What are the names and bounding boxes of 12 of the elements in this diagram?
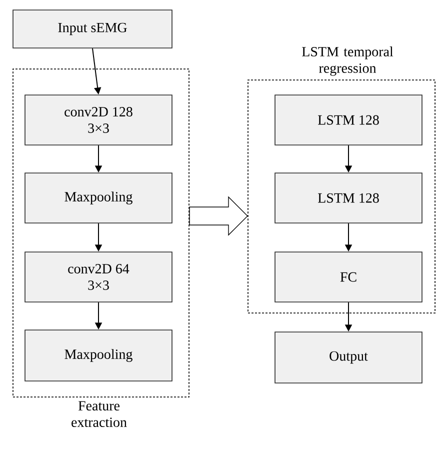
process-box: conv2D 128 3×3 (24, 94, 172, 146)
process-box: LSTM 128 (274, 172, 422, 224)
node-label: Feature extraction (72, 401, 127, 428)
process-box: Input sEMG (12, 10, 172, 48)
process-box: LSTM 128 (274, 94, 422, 146)
process-box: FC (274, 252, 422, 302)
process-box: Output (274, 332, 422, 384)
node-label: LSTM temporal regression (302, 46, 394, 76)
process-box: Maxpooling (24, 172, 172, 224)
process-box: conv2D 64 3×3 (24, 252, 172, 302)
block-arrow (189, 196, 248, 236)
process-box: Maxpooling (24, 330, 172, 382)
